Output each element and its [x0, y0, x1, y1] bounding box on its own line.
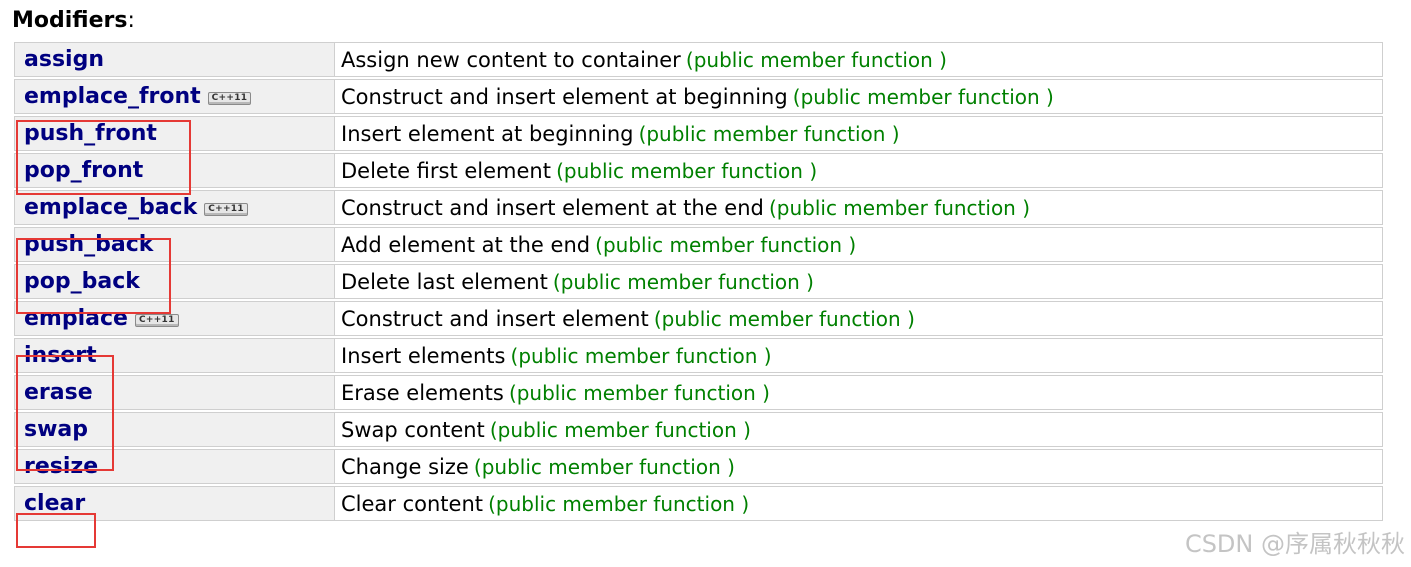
table-row: push_front Insert element at beginning (p… — [14, 116, 1383, 151]
table-row: assign Assign new content to container (p… — [14, 42, 1383, 77]
highlight-push-pop-front — [16, 120, 191, 195]
member-type-label: (public member function ) — [473, 454, 735, 479]
member-type-label: (public member function ) — [792, 84, 1054, 109]
description-cell: Assign new content to container (public … — [335, 42, 1383, 77]
section-title: Modifiers — [12, 8, 128, 33]
function-name-cell: assign — [14, 42, 335, 77]
table-row: erase Erase elements (public member funct… — [14, 375, 1383, 410]
cpp11-badge-icon: C++11 — [207, 92, 252, 105]
description-cell: Add element at the end (public member fu… — [335, 227, 1383, 262]
description-cell: Construct and insert element (public mem… — [335, 301, 1383, 336]
function-link-emplace[interactable]: emplace — [24, 306, 128, 331]
section-heading: Modifiers: — [12, 6, 135, 36]
function-link-pop-back[interactable]: pop_back — [24, 269, 140, 294]
watermark: CSDN @序属秋秋秋 — [1184, 530, 1405, 558]
function-name-cell: emplace_front C++11 — [14, 79, 335, 114]
function-name-cell: pop_back — [14, 264, 335, 299]
table-row: pop_back Delete last element (public memb… — [14, 264, 1383, 299]
function-link-swap[interactable]: swap — [24, 417, 89, 442]
function-link-assign[interactable]: assign — [24, 47, 104, 72]
function-name-cell: swap — [14, 412, 335, 447]
description-cell: Insert elements (public member function … — [335, 338, 1383, 373]
description-cell: Change size (public member function ) — [335, 449, 1383, 484]
member-type-label: (public member function ) — [556, 158, 818, 183]
function-description: Add element at the end — [341, 232, 591, 257]
description-cell: Swap content (public member function ) — [335, 412, 1383, 447]
table-row: emplace_front C++11 Construct and insert e… — [14, 79, 1383, 114]
table-row: resize Change size (public member functio… — [14, 449, 1383, 484]
function-description: Swap content — [341, 417, 485, 442]
function-description: Insert elements — [341, 343, 506, 368]
description-cell: Construct and insert element at the end … — [335, 190, 1383, 225]
function-link-emplace-back[interactable]: emplace_back — [24, 195, 198, 220]
table-row: push_back Add element at the end (public … — [14, 227, 1383, 262]
function-link-push-back[interactable]: push_back — [24, 232, 154, 257]
member-type-label: (public member function ) — [488, 491, 750, 516]
function-description: Construct and insert element at beginnin… — [341, 84, 788, 109]
cpp11-badge-icon: C++11 — [134, 314, 179, 327]
member-type-label: (public member function ) — [510, 343, 772, 368]
highlight-insert-erase-swap — [16, 355, 114, 471]
modifiers-table: assign Assign new content to container (p… — [14, 40, 1383, 523]
table-row: pop_front Delete first element (public me… — [14, 153, 1383, 188]
function-description: Delete last element — [341, 269, 548, 294]
description-cell: Delete last element (public member funct… — [335, 264, 1383, 299]
member-type-label: (public member function ) — [595, 232, 857, 257]
table-row: swap Swap content (public member function… — [14, 412, 1383, 447]
function-description: Insert element at beginning — [341, 121, 634, 146]
highlight-push-pop-back — [16, 238, 171, 314]
function-name-cell: emplace_back C++11 — [14, 190, 335, 225]
function-name-cell: erase — [14, 375, 335, 410]
function-description: Assign new content to container — [341, 47, 681, 72]
function-name-cell: pop_front — [14, 153, 335, 188]
highlight-clear — [16, 513, 96, 548]
description-cell: Delete first element (public member func… — [335, 153, 1383, 188]
section-colon: : — [127, 8, 135, 33]
function-name-cell: resize — [14, 449, 335, 484]
description-cell: Erase elements (public member function ) — [335, 375, 1383, 410]
function-description: Construct and insert element — [341, 306, 649, 331]
member-type-label: (public member function ) — [768, 195, 1031, 220]
table-row: emplace_back C++11 Construct and insert el… — [14, 190, 1383, 225]
function-link-resize[interactable]: resize — [24, 454, 99, 479]
function-link-erase[interactable]: erase — [24, 380, 93, 405]
description-cell: Clear content (public member function ) — [335, 486, 1383, 521]
function-name-cell: push_back — [14, 227, 335, 262]
table-row: emplace C++11 Construct and insert element… — [14, 301, 1383, 336]
member-type-label: (public member function ) — [638, 121, 900, 146]
function-description: Change size — [341, 454, 469, 479]
function-link-pop-front[interactable]: pop_front — [24, 158, 144, 183]
function-name-cell: emplace C++11 — [14, 301, 335, 336]
member-type-label: (public member function ) — [552, 269, 814, 294]
function-description: Construct and insert element at the end — [341, 195, 764, 220]
member-type-label: (public member function ) — [489, 417, 751, 442]
cpp11-badge-icon: C++11 — [204, 203, 248, 216]
member-type-label: (public member function ) — [653, 306, 915, 331]
description-cell: Insert element at beginning (public memb… — [335, 116, 1383, 151]
member-type-label: (public member function ) — [685, 47, 947, 72]
function-name-cell: clear — [14, 486, 335, 521]
function-description: Delete first element — [341, 158, 551, 183]
function-description: Clear content — [341, 491, 483, 516]
function-description: Erase elements — [341, 380, 504, 405]
member-type-label: (public member function ) — [508, 380, 770, 405]
description-cell: Construct and insert element at beginnin… — [335, 79, 1383, 114]
function-link-push-front[interactable]: push_front — [24, 121, 157, 146]
function-link-emplace-front[interactable]: emplace_front — [24, 84, 201, 109]
table-row: clear Clear content (public member functi… — [14, 486, 1383, 521]
function-link-clear[interactable]: clear — [24, 491, 86, 516]
